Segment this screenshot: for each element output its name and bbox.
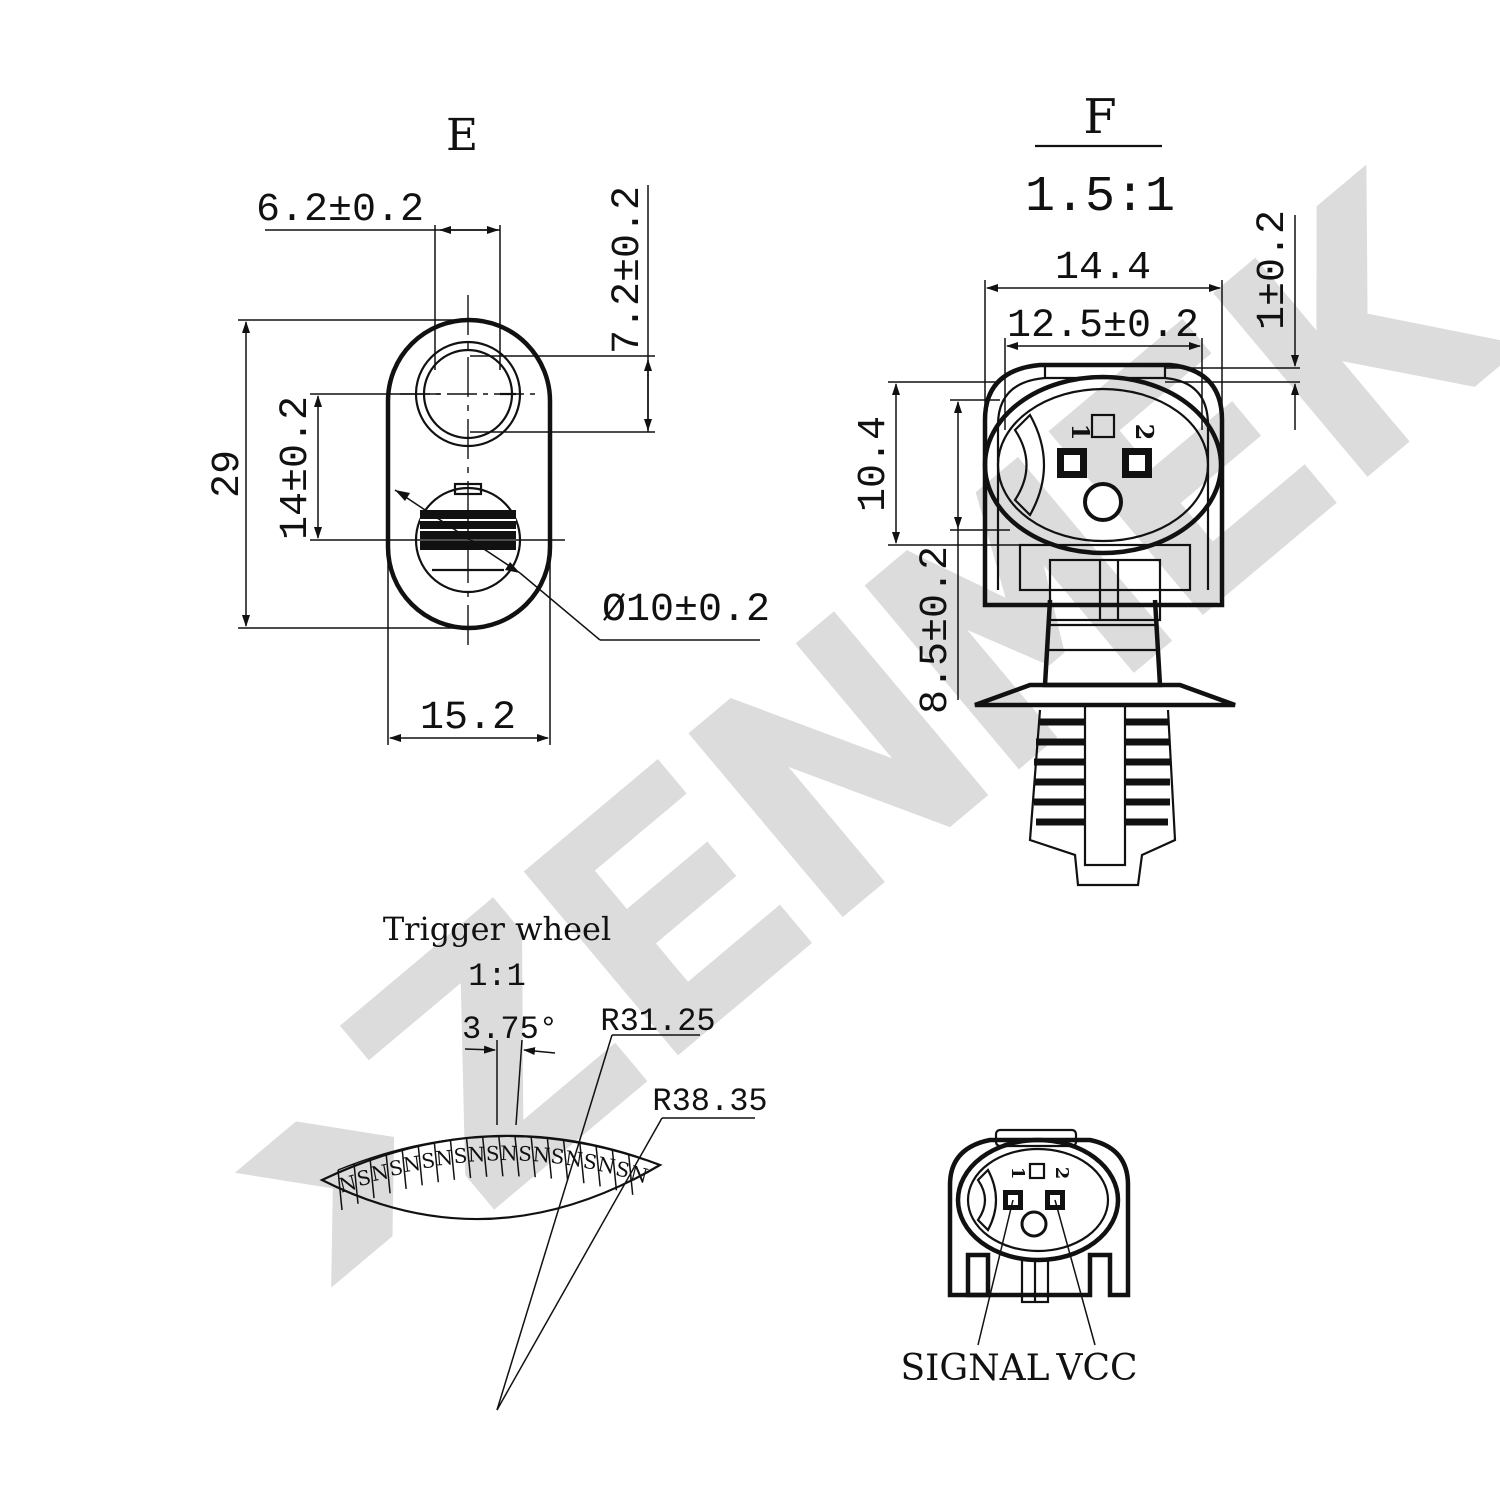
view-e: E 6.2±0.2 7.2±0.2 29 xyxy=(206,110,770,745)
pole-divider xyxy=(562,1140,569,1181)
pole-divider xyxy=(481,1136,488,1177)
dim-radius-outer: R38.35 xyxy=(652,1083,767,1120)
dim-width-bottom: 15.2 xyxy=(420,696,516,741)
pole-divider xyxy=(337,1169,343,1211)
pole-label: N xyxy=(435,1145,454,1170)
pole-divider xyxy=(595,1146,601,1187)
view-f: F 1.5:1 1 2 xyxy=(852,89,1300,887)
pole-label: S xyxy=(613,1156,632,1182)
pole-label: N xyxy=(628,1161,651,1189)
pole-label: N xyxy=(596,1152,618,1179)
trigger-wheel-scale: 1:1 xyxy=(468,958,526,995)
label-vcc: VCC xyxy=(1055,1348,1137,1389)
dim-height-right: 7.2±0.2 xyxy=(606,186,651,354)
dim-radius-inner: R31.25 xyxy=(600,1003,715,1040)
dim-inner-width: 12.5±0.2 xyxy=(1007,304,1199,349)
dim-diameter: Ø10±0.2 xyxy=(602,588,770,633)
pole-divider xyxy=(611,1150,618,1191)
pole-label: S xyxy=(518,1141,533,1166)
pole-divider xyxy=(449,1139,456,1180)
pole-label: N xyxy=(402,1151,423,1177)
pin-2-label: 2 xyxy=(1130,424,1159,441)
pole-label: N xyxy=(500,1141,518,1165)
sensor-flange-outline xyxy=(385,317,553,631)
dim-width-top: 6.2±0.2 xyxy=(256,188,424,233)
pole-label: N xyxy=(369,1159,391,1186)
pole-label: N xyxy=(467,1142,485,1166)
pole-divider xyxy=(498,1136,504,1177)
pole-divider xyxy=(579,1143,585,1184)
pole-label: S xyxy=(354,1165,373,1191)
pin-1-label: 1 xyxy=(1066,424,1095,441)
pole-divider xyxy=(546,1138,553,1179)
pole-divider xyxy=(369,1158,375,1199)
dim-angle: 3.75° xyxy=(462,1011,558,1048)
pole-label: S xyxy=(486,1142,500,1166)
pole-divider xyxy=(530,1137,536,1178)
dim-offset: 1±0.2 xyxy=(1251,210,1296,330)
pole-label: S xyxy=(387,1155,404,1181)
pole-divider xyxy=(465,1137,472,1179)
view-f-title: F xyxy=(1083,89,1116,145)
dim-height-left: 10.4 xyxy=(852,416,897,512)
connector-pin-2: 2 xyxy=(1051,1167,1072,1180)
sensor-connector-side: 1 2 xyxy=(974,362,1236,887)
pole-divider xyxy=(353,1163,359,1204)
pole-divider xyxy=(417,1145,423,1186)
pole-label: N xyxy=(532,1142,551,1167)
label-signal: SIGNAL xyxy=(900,1348,1049,1389)
dim-total-height: 29 xyxy=(206,450,251,498)
dim-outer-width: 14.4 xyxy=(1055,246,1151,291)
connector-pin-1: 1 xyxy=(1007,1167,1028,1180)
pole-label: S xyxy=(420,1148,436,1173)
pole-label: S xyxy=(549,1144,565,1169)
pole-divider xyxy=(401,1148,407,1190)
dim-center-distance: 14±0.2 xyxy=(274,396,319,540)
connector-front-view: 1 2 SIGNAL VCC xyxy=(900,1128,1138,1389)
pole-label: N xyxy=(336,1170,359,1198)
trigger-wheel-title: Trigger wheel xyxy=(383,910,611,948)
pole-label: S xyxy=(581,1149,598,1175)
view-e-title: E xyxy=(446,110,478,161)
watermark xyxy=(234,164,1500,1288)
pole-label: S xyxy=(453,1143,468,1168)
pole-divider xyxy=(514,1136,520,1177)
pole-divider xyxy=(385,1153,391,1194)
dim-lower-left: 8.5±0.2 xyxy=(914,546,959,714)
view-f-scale: 1.5:1 xyxy=(1025,169,1175,226)
pole-divider xyxy=(433,1142,440,1183)
